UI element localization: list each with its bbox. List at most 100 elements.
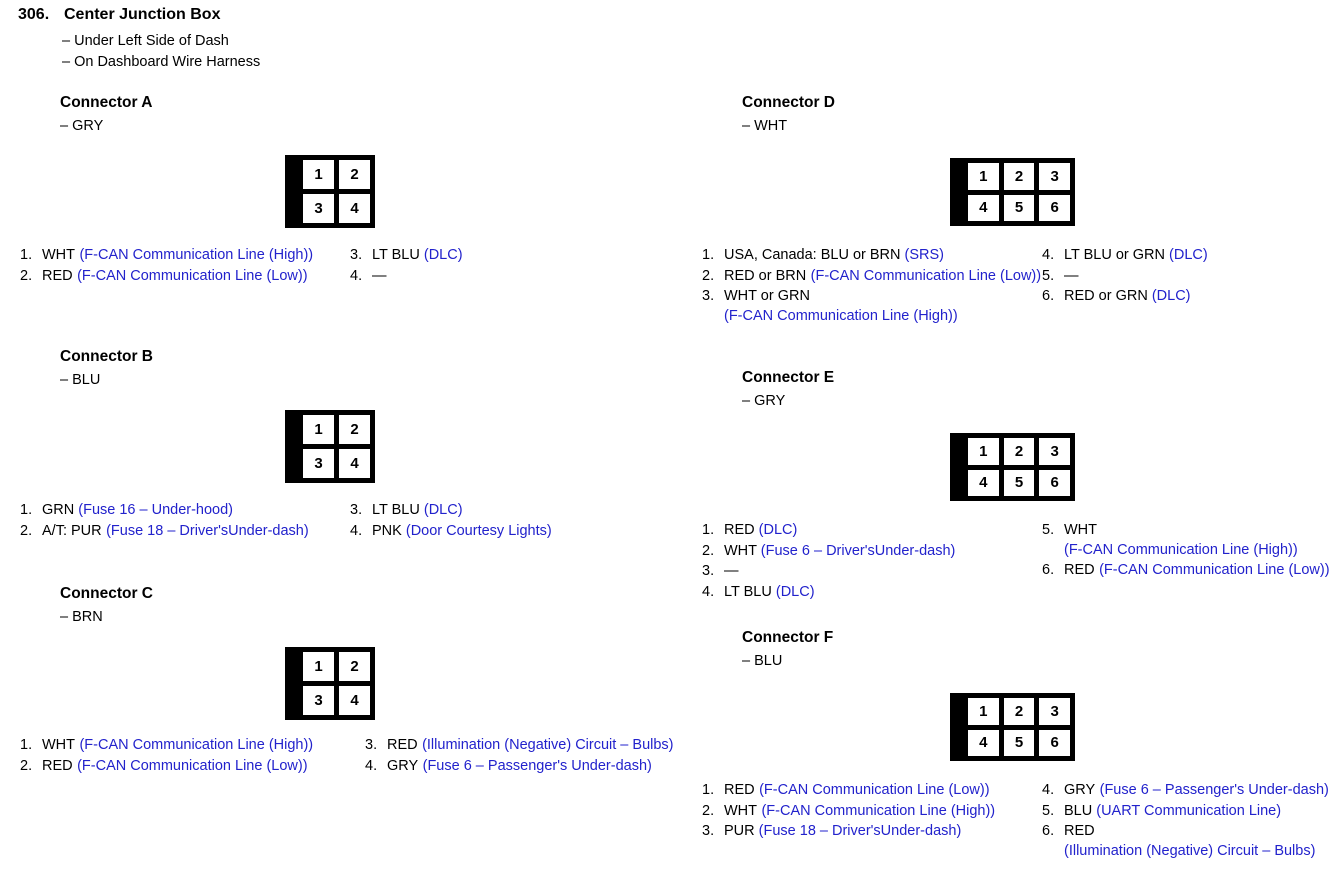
pin-body: BLU (UART Communication Line) — [1064, 802, 1335, 822]
pin-index: 4. — [702, 583, 715, 600]
pin-item: 4. GRY (Fuse 6 – Passenger's Under-dash) — [365, 757, 710, 777]
pin-list-d: 1. USA, Canada: BLU or BRN (SRS) 2. RED … — [702, 246, 1332, 327]
pin-cell: 3 — [1039, 438, 1070, 465]
pin-description: (F-CAN Communication Line (Low)) — [77, 267, 308, 284]
pin-grid: 1 2 3 4 — [303, 410, 375, 483]
pin-wire-color: LT BLU (DLC) — [372, 247, 463, 263]
pin-diagram-a: 1 2 3 4 — [285, 155, 375, 228]
pin-item: 4. PNK (Door Courtesy Lights) — [350, 522, 680, 542]
pin-description: (DLC) — [423, 502, 463, 518]
pin-list-column-left: 1. WHT (F-CAN Communication Line (High))… — [20, 736, 365, 777]
pin-body: GRN (Fuse 16 – Under-hood) — [42, 501, 350, 521]
pin-grid: 1 2 3 4 5 6 — [968, 693, 1075, 761]
section-number: 306. — [18, 6, 50, 23]
pin-empty: — — [1064, 267, 1079, 284]
pin-wire-color: GRY — [387, 757, 419, 774]
pin-cell: 3 — [303, 449, 334, 478]
pin-body: WHT (F-CAN Communication Line (High)) — [42, 736, 365, 756]
pin-list-column-right: 4. GRY (Fuse 6 – Passenger's Under-dash)… — [1042, 781, 1335, 862]
pin-wire-color: WHT — [42, 737, 76, 753]
pin-cell: 1 — [968, 163, 999, 190]
pin-cell: 5 — [1003, 729, 1035, 756]
pin-item: 4. LT BLU (DLC) — [702, 583, 1042, 603]
connector-heading-d: Connector D – WHT — [742, 94, 835, 134]
pin-index: 2. — [702, 802, 715, 819]
connector-color-label: – GRY — [742, 393, 786, 409]
pin-item: 5. WHT (F-CAN Communication Line (High)) — [1042, 521, 1332, 560]
pin-index: 5. — [1042, 802, 1055, 819]
pin-body: RED (F-CAN Communication Line (Low)) — [42, 267, 350, 287]
connector-color-label: – GRY — [60, 118, 104, 134]
connector-color-label: – BRN — [60, 609, 103, 625]
pin-wire-color: BLU (UART Communication Line) — [1064, 802, 1282, 819]
pin-list-e: 1. RED (DLC) 2. WHT (Fuse 6 – Driver'sUn… — [702, 521, 1332, 603]
pin-index: 6. — [1042, 823, 1055, 839]
pin-wire-color: RED — [1064, 823, 1095, 839]
pin-wire-color: RED — [42, 267, 73, 284]
pin-list-column-left: 1. GRN (Fuse 16 – Under-hood) 2. A/T: PU… — [20, 501, 350, 542]
pin-description: (Fuse 6 – Driver'sUnder-dash) — [760, 542, 956, 559]
pin-item: 2. WHT (Fuse 6 – Driver'sUnder-dash) — [702, 542, 1042, 562]
pin-wire-color: LT BLU or GRN (DLC) — [1064, 247, 1208, 263]
pin-index: 4. — [365, 757, 378, 774]
pin-description: (DLC) — [775, 583, 815, 600]
pin-description: (F-CAN Communication Line (High)) — [724, 307, 958, 324]
pin-body: WHT (Fuse 6 – Driver'sUnder-dash) — [724, 542, 1042, 562]
pin-index: 5. — [1042, 267, 1055, 284]
pin-body: USA, Canada: BLU or BRN (SRS) — [724, 246, 1042, 266]
pin-item: 6. RED or GRN (DLC) — [1042, 287, 1332, 307]
pin-body: PUR (Fuse 18 – Driver'sUnder-dash) — [724, 822, 1042, 842]
pin-index: 2. — [702, 267, 715, 284]
pin-diagram-b: 1 2 3 4 — [285, 410, 375, 483]
pin-cell: 5 — [1003, 194, 1035, 221]
pin-body: RED (F-CAN Communication Line (Low)) — [1064, 561, 1332, 581]
section-note: – On Dashboard Wire Harness — [62, 54, 261, 70]
pin-index: 2. — [20, 757, 33, 774]
pin-cell: 2 — [339, 652, 370, 681]
pin-list-column-right: 4. LT BLU or GRN (DLC) 5. — 6. RED or GR… — [1042, 246, 1332, 327]
pin-cell: 1 — [968, 698, 999, 725]
pin-grid: 1 2 3 4 5 6 — [968, 158, 1075, 226]
pin-grid: 1 2 3 4 — [303, 647, 375, 720]
pin-list-column-right: 3. RED (Illumination (Negative) Circuit … — [365, 736, 710, 777]
pin-item: 2. A/T: PUR (Fuse 18 – Driver'sUnder-das… — [20, 522, 350, 542]
pin-body: PNK (Door Courtesy Lights) — [372, 522, 680, 542]
pin-wire-color: USA, Canada: BLU or BRN (SRS) — [724, 247, 945, 263]
pin-item: 1. USA, Canada: BLU or BRN (SRS) — [702, 246, 1042, 266]
pin-wire-color: RED or GRN (DLC) — [1064, 288, 1191, 304]
pin-item: 5. BLU (UART Communication Line) — [1042, 802, 1335, 822]
pin-list-b: 1. GRN (Fuse 16 – Under-hood) 2. A/T: PU… — [20, 501, 680, 542]
pin-cell: 5 — [1003, 469, 1035, 496]
connector-keying-tab — [285, 155, 303, 228]
pin-index: 2. — [20, 522, 33, 539]
pin-description: (Door Courtesy Lights) — [405, 522, 552, 539]
pin-cell: 3 — [1039, 698, 1070, 725]
pin-body: — — [1064, 267, 1332, 287]
pin-list-c: 1. WHT (F-CAN Communication Line (High))… — [20, 736, 720, 777]
pin-description: (Fuse 6 – Passenger's Under-dash) — [1099, 782, 1329, 798]
pin-cell: 3 — [1039, 163, 1070, 190]
pin-body: RED or GRN (DLC) — [1064, 287, 1332, 307]
pin-index: 1. — [702, 522, 715, 538]
pin-body: — — [724, 562, 1042, 582]
pin-body: RED (F-CAN Communication Line (Low)) — [42, 757, 365, 777]
pin-diagram-c: 1 2 3 4 — [285, 647, 375, 720]
connector-title: Connector E — [742, 369, 835, 386]
pin-body: WHT or GRN (F-CAN Communication Line (Hi… — [724, 287, 1042, 326]
pin-list-column-left: 1. WHT (F-CAN Communication Line (High))… — [20, 246, 350, 287]
pin-cell: 2 — [1003, 163, 1035, 190]
pin-item: 4. — — [350, 267, 680, 287]
pin-cell: 4 — [968, 194, 999, 221]
pin-cell: 4 — [968, 469, 999, 496]
connector-title: Connector C — [60, 585, 153, 602]
connector-title: Connector D — [742, 94, 835, 111]
pin-wire-color: GRN (Fuse 16 – Under-hood) — [42, 502, 234, 518]
pin-wire-color: LT BLU (DLC) — [372, 502, 463, 518]
pin-cell: 2 — [339, 160, 370, 189]
pin-description: (Fuse 18 – Driver'sUnder-dash) — [758, 823, 962, 839]
pin-index: 3. — [365, 737, 378, 753]
pin-list-column-right: 3. LT BLU (DLC) 4. — — [350, 246, 680, 287]
pin-cell: 2 — [339, 415, 370, 444]
pin-description: (F-CAN Communication Line (Low)) — [77, 757, 308, 774]
pin-body: RED (Illumination (Negative) Circuit – B… — [1064, 822, 1335, 861]
